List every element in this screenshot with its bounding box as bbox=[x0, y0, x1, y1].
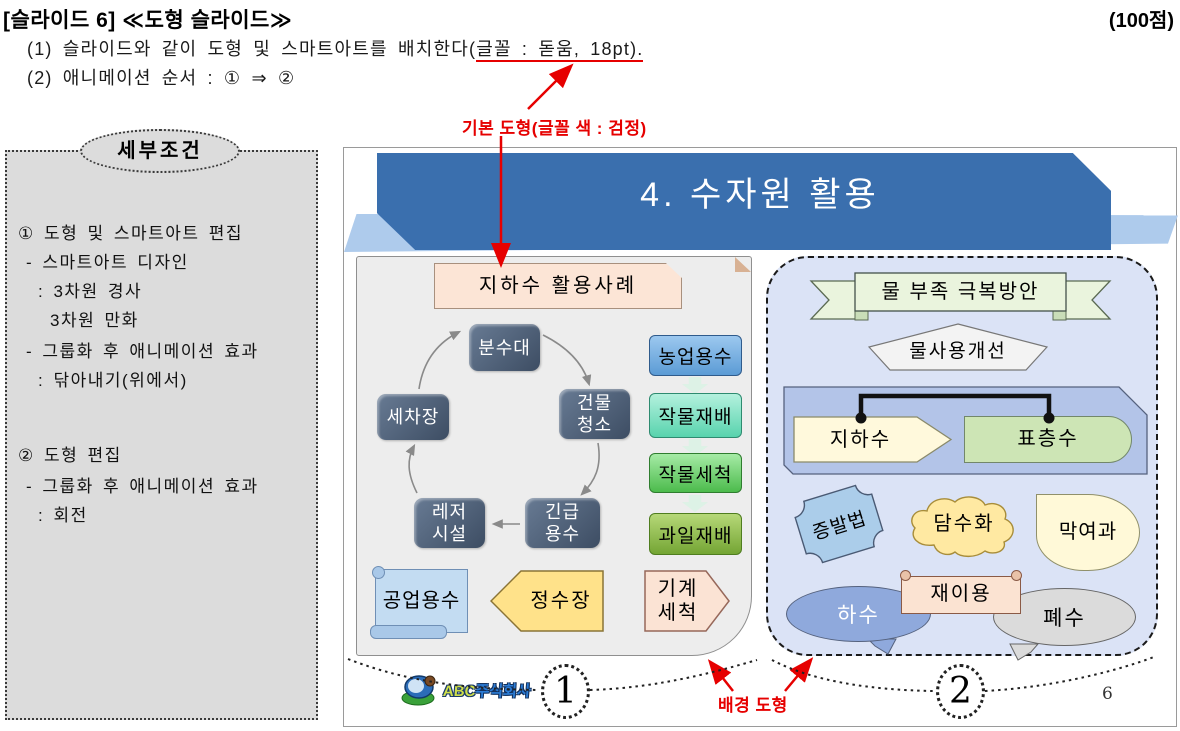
points-label: (100점) bbox=[1108, 10, 1174, 32]
process-step-2: 작물재배 bbox=[649, 393, 742, 438]
title-banner-shape bbox=[377, 153, 1111, 250]
ribbon-banner-shape bbox=[809, 272, 1112, 321]
condition-item: ② 도형 편집 bbox=[18, 446, 122, 465]
logo-text: ABC주식회사 bbox=[442, 680, 531, 701]
condition-item: : 3차원 경사 bbox=[38, 282, 143, 301]
conditions-panel bbox=[5, 150, 318, 720]
cycle-arrows bbox=[405, 330, 600, 529]
logo-mascot-icon bbox=[401, 675, 436, 706]
logo-company: 주식회사 bbox=[474, 682, 532, 700]
ribbon-banner-label: 물 부족 극복방안 bbox=[881, 281, 1040, 303]
slide-preview: 4. 수자원 활용 지하수 활용사례 분수대 건물 청소 긴급 용수 레저 bbox=[343, 147, 1178, 727]
basic-shape-annotation: 기본 도형(글꼴 색 : 검정) bbox=[462, 119, 647, 138]
vertical-scroll-shape: 공업용수 bbox=[370, 566, 468, 639]
left-arrow-shape bbox=[490, 570, 604, 632]
group1-number-badge: 1 bbox=[541, 664, 590, 719]
instruction-2: (2) 애니메이션 순서 : ① ⇒ ② bbox=[27, 68, 296, 88]
elbow-connector bbox=[855, 393, 1055, 424]
folded-corner-shape: 지하수 활용사례 bbox=[434, 263, 682, 309]
teardrop-shape: 막여과 bbox=[1036, 494, 1140, 571]
right-pentagon-label: 기계 세척 bbox=[657, 578, 699, 624]
slide-title: 4. 수자원 활용 bbox=[640, 176, 880, 214]
speech-bubble-wastewater: 폐수 bbox=[993, 588, 1136, 646]
instruction-1-prefix: (1) 슬라이드와 같이 도형 및 스마트아트를 배치한다( bbox=[27, 39, 477, 59]
instruction-1-font-spec: 글꼴 : 돋움, 18pt). bbox=[476, 39, 644, 62]
process-step-3: 작물세척 bbox=[649, 453, 742, 493]
page-title: [슬라이드 6] ≪도형 슬라이드≫ bbox=[3, 9, 293, 32]
condition-item: - 스마트아트 디자인 bbox=[26, 253, 189, 272]
pentagon-shape bbox=[868, 323, 1048, 371]
plaque-shape-rotated: 증발법 bbox=[784, 474, 894, 574]
right-pentagon-shape bbox=[644, 570, 730, 632]
condition-item: 3차원 만화 bbox=[50, 311, 139, 330]
background-shape-annotation: 배경 도형 bbox=[718, 696, 788, 715]
cloud-shape bbox=[911, 496, 1014, 558]
groundwater-label: 지하수 bbox=[829, 428, 892, 451]
cycle-node-carwash: 세차장 bbox=[377, 394, 449, 440]
logo-abc: ABC bbox=[442, 682, 477, 700]
desalination-label: 담수화 bbox=[933, 513, 995, 535]
instruction-1: (1) 슬라이드와 같이 도형 및 스마트아트를 배치한다(글꼴 : 돋움, 1… bbox=[27, 35, 644, 62]
pentagon-label: 물사용개선 bbox=[909, 341, 1007, 362]
process-step-1: 농업용수 bbox=[649, 335, 742, 376]
conditions-title: 세부조건 bbox=[80, 129, 240, 173]
bubble-tail-icon bbox=[1009, 643, 1040, 661]
condition-item: - 그룹화 후 애니메이션 효과 bbox=[26, 477, 259, 496]
company-logo: ABC주식회사 bbox=[399, 672, 531, 708]
condition-item: : 닦아내기(위에서) bbox=[38, 371, 188, 390]
evaporation-label: 증발법 bbox=[809, 507, 870, 545]
cycle-node-building-clean: 건물 청소 bbox=[559, 389, 630, 439]
condition-item: - 그룹화 후 애니메이션 효과 bbox=[26, 342, 259, 361]
cycle-node-fountain: 분수대 bbox=[469, 324, 540, 371]
plaque-shape bbox=[794, 484, 884, 564]
cycle-node-emergency-water: 긴급 용수 bbox=[525, 498, 600, 548]
background-shape-1: 지하수 활용사례 분수대 건물 청소 긴급 용수 레저 시설 세차장 농업용수 bbox=[356, 256, 752, 656]
process-step-4: 과일재배 bbox=[649, 513, 742, 555]
condition-item: ① 도형 및 스마트아트 편집 bbox=[18, 224, 244, 243]
surface-water-shape: 표층수 bbox=[964, 416, 1132, 463]
horizontal-scroll-shape: 재이용 bbox=[900, 570, 1022, 614]
groundwater-arrow-shape bbox=[793, 416, 953, 463]
left-arrow-label: 정수장 bbox=[530, 590, 592, 612]
slide-page-number: 6 bbox=[1102, 684, 1113, 704]
cycle-node-leisure: 레저 시설 bbox=[414, 498, 485, 548]
condition-item: : 회전 bbox=[38, 506, 88, 525]
group2-number-badge: 2 bbox=[936, 664, 985, 719]
background-shape-2: 물 부족 극복방안 물사용개선 지하수 표층수 증 bbox=[766, 256, 1158, 661]
